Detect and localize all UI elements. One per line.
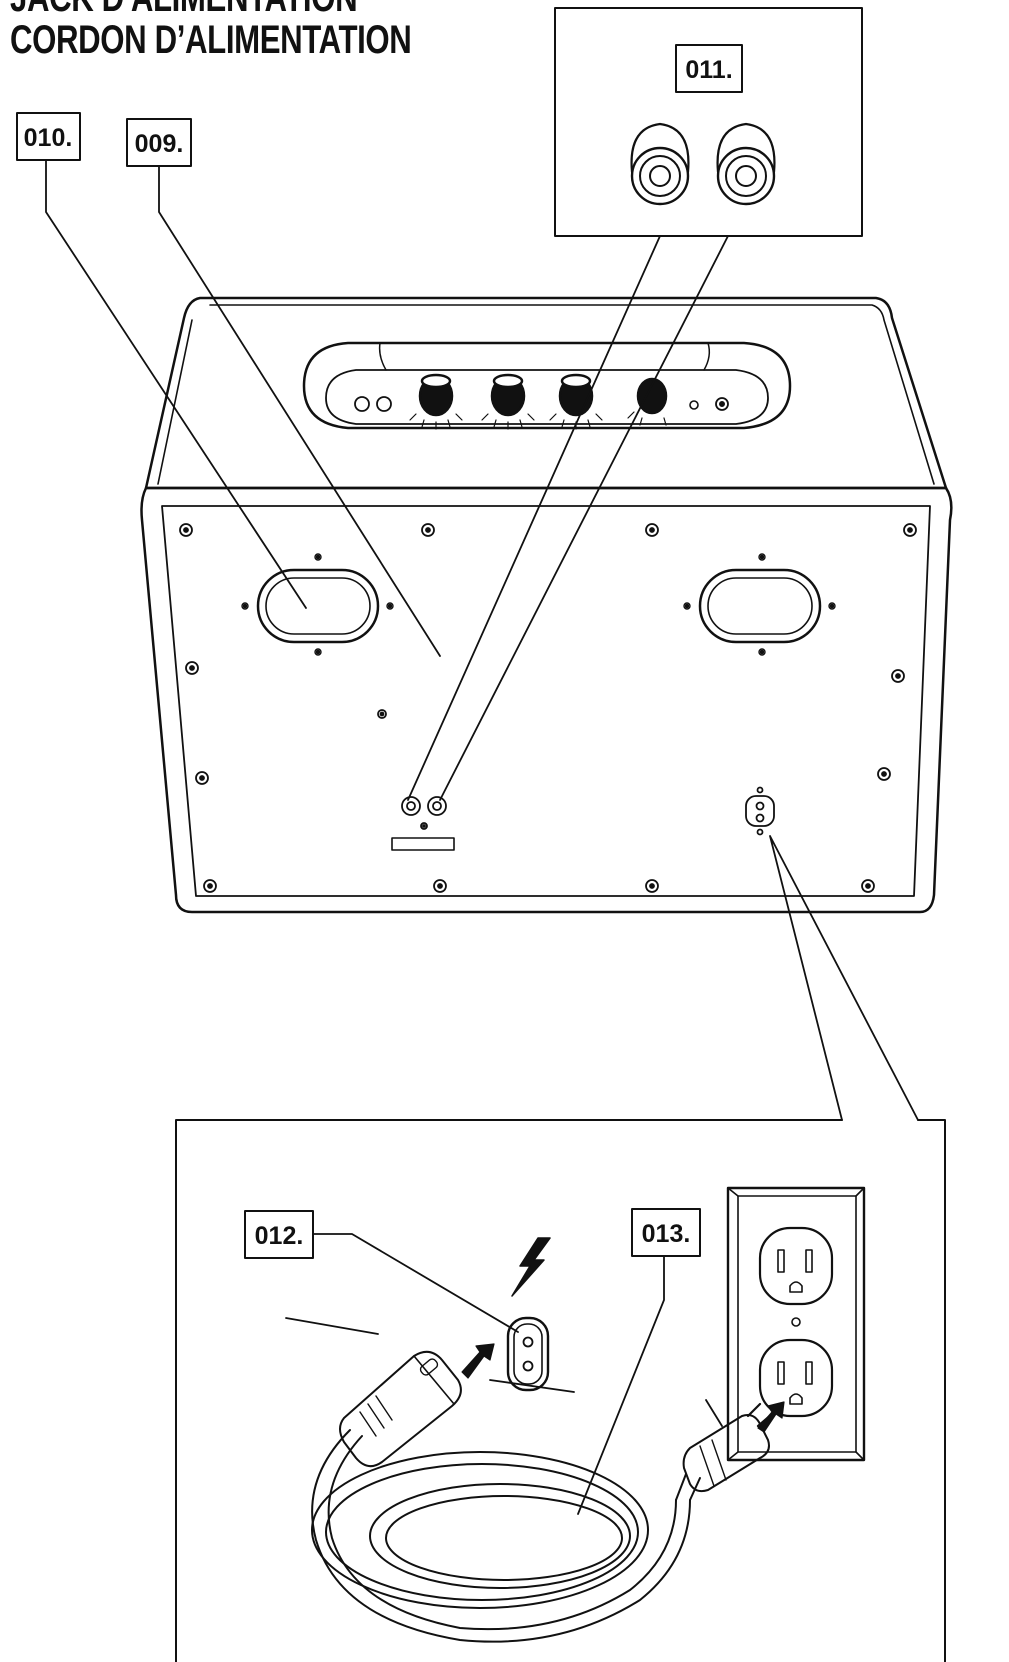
callout-013: 013. bbox=[631, 1208, 701, 1257]
inset-power-inlet bbox=[506, 1316, 550, 1392]
rear-panel-screws bbox=[179, 523, 917, 893]
wall-plug bbox=[682, 1402, 774, 1493]
leader-013 bbox=[577, 1255, 665, 1515]
panel-button-2 bbox=[376, 396, 392, 412]
power-cord bbox=[311, 1429, 701, 1643]
knob-4 bbox=[636, 377, 668, 415]
arrow-to-outlet-icon bbox=[757, 1401, 785, 1433]
bass-port-left bbox=[241, 553, 394, 656]
leader-010 bbox=[45, 159, 307, 609]
leader-power bbox=[769, 835, 919, 1121]
rear-label-plate bbox=[391, 837, 455, 851]
rear-power-inlet bbox=[745, 786, 775, 836]
bass-port-right bbox=[683, 553, 836, 656]
lightning-bolt-icon bbox=[511, 1237, 551, 1297]
callout-010-label: 010. bbox=[24, 124, 73, 152]
callout-013-label: 013. bbox=[642, 1220, 691, 1248]
arrow-to-inlet-icon bbox=[461, 1343, 495, 1379]
outlet-socket-bottom bbox=[758, 1338, 834, 1418]
leader-011 bbox=[407, 235, 729, 801]
speaker-rear-face bbox=[140, 486, 953, 914]
callout-009: 009. bbox=[126, 118, 192, 167]
rear-audio-jacks bbox=[391, 796, 455, 851]
iec-connector bbox=[339, 1350, 462, 1468]
knob-2 bbox=[490, 373, 526, 417]
leader-012 bbox=[312, 1233, 519, 1333]
surface-lines bbox=[285, 1317, 723, 1427]
callout-010: 010. bbox=[16, 112, 81, 161]
panel-aux-jack bbox=[715, 397, 729, 411]
wall-outlet bbox=[726, 1186, 866, 1462]
inset-jack-left bbox=[630, 122, 690, 206]
callout-011: 011. bbox=[675, 44, 743, 93]
outlet-socket-top bbox=[758, 1226, 834, 1306]
header-title-line2: CORDON D’ALIMENTATION bbox=[10, 18, 412, 62]
inset-jack-right bbox=[716, 122, 776, 206]
control-panel bbox=[302, 341, 792, 430]
panel-switch bbox=[689, 400, 699, 410]
leader-009 bbox=[158, 165, 441, 657]
speaker-top-face bbox=[144, 296, 948, 490]
knob-1 bbox=[418, 373, 454, 417]
knob-3 bbox=[558, 373, 594, 417]
callout-009-label: 009. bbox=[135, 130, 184, 158]
callout-012-label: 012. bbox=[255, 1222, 304, 1250]
callout-011-label: 011. bbox=[685, 56, 732, 84]
callout-012: 012. bbox=[244, 1210, 314, 1259]
panel-button-1 bbox=[354, 396, 370, 412]
inset-011 bbox=[554, 7, 863, 237]
header-title-line1: JACK D'ALIMENTATION bbox=[10, 0, 358, 21]
inset-power bbox=[175, 1119, 946, 1662]
